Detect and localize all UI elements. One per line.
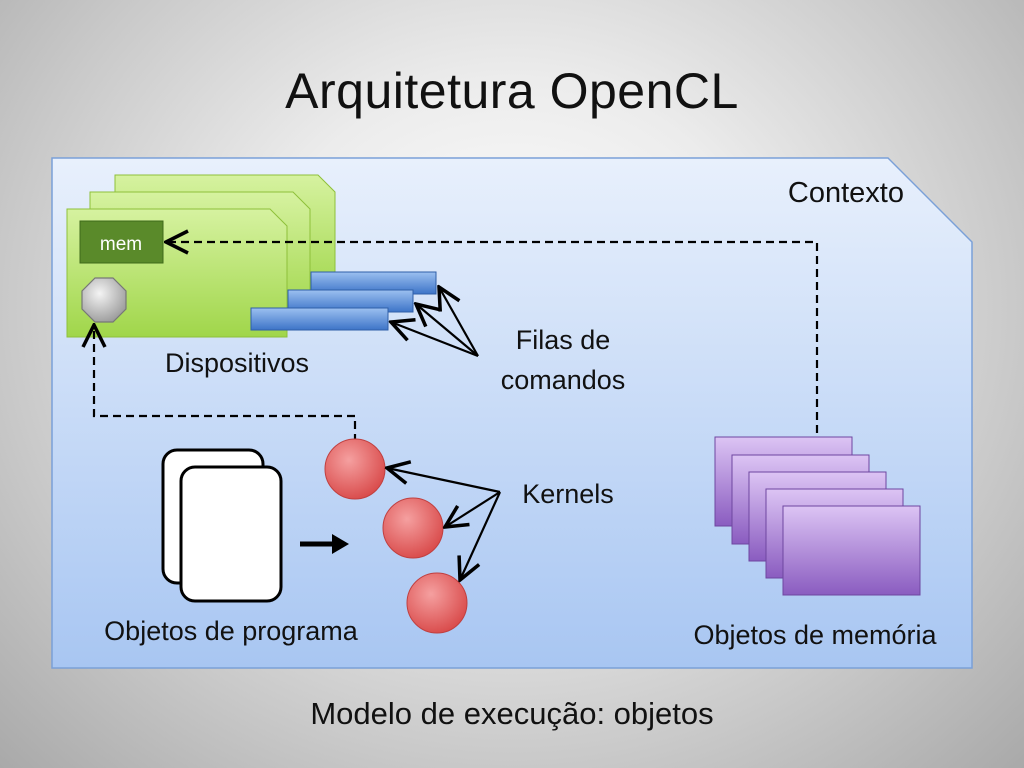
- kernel-1: [324, 438, 386, 500]
- memory-objects-label: Objetos de memória: [693, 620, 937, 650]
- kernel-circles: [324, 438, 468, 634]
- program-objects: [161, 448, 283, 603]
- devices-label: Dispositivos: [165, 348, 309, 378]
- slide-title: Arquitetura OpenCL: [285, 63, 739, 119]
- program-to-kernel-arrow: [300, 534, 349, 554]
- kernel-arrows: [387, 468, 502, 580]
- command-queues: [250, 271, 437, 331]
- kernels-label: Kernels: [522, 479, 614, 509]
- compute-unit-icon: [81, 277, 127, 323]
- programs-label: Objetos de programa: [104, 616, 359, 646]
- memory-to-mem-arrow: [166, 242, 819, 472]
- mem-box: [79, 220, 164, 264]
- kernel-to-device-arrow: [94, 325, 357, 442]
- queues-label-line1: Filas de: [516, 325, 611, 355]
- context-label: Contexto: [788, 177, 904, 209]
- kernel-2: [382, 497, 444, 559]
- mem-label: mem: [100, 234, 142, 255]
- queues-label-line2: comandos: [501, 365, 626, 395]
- memory-objects: [714, 436, 921, 596]
- slide-subtitle: Modelo de execução: objetos: [310, 696, 714, 731]
- queue-arrows: [391, 287, 479, 358]
- kernel-3: [406, 572, 468, 634]
